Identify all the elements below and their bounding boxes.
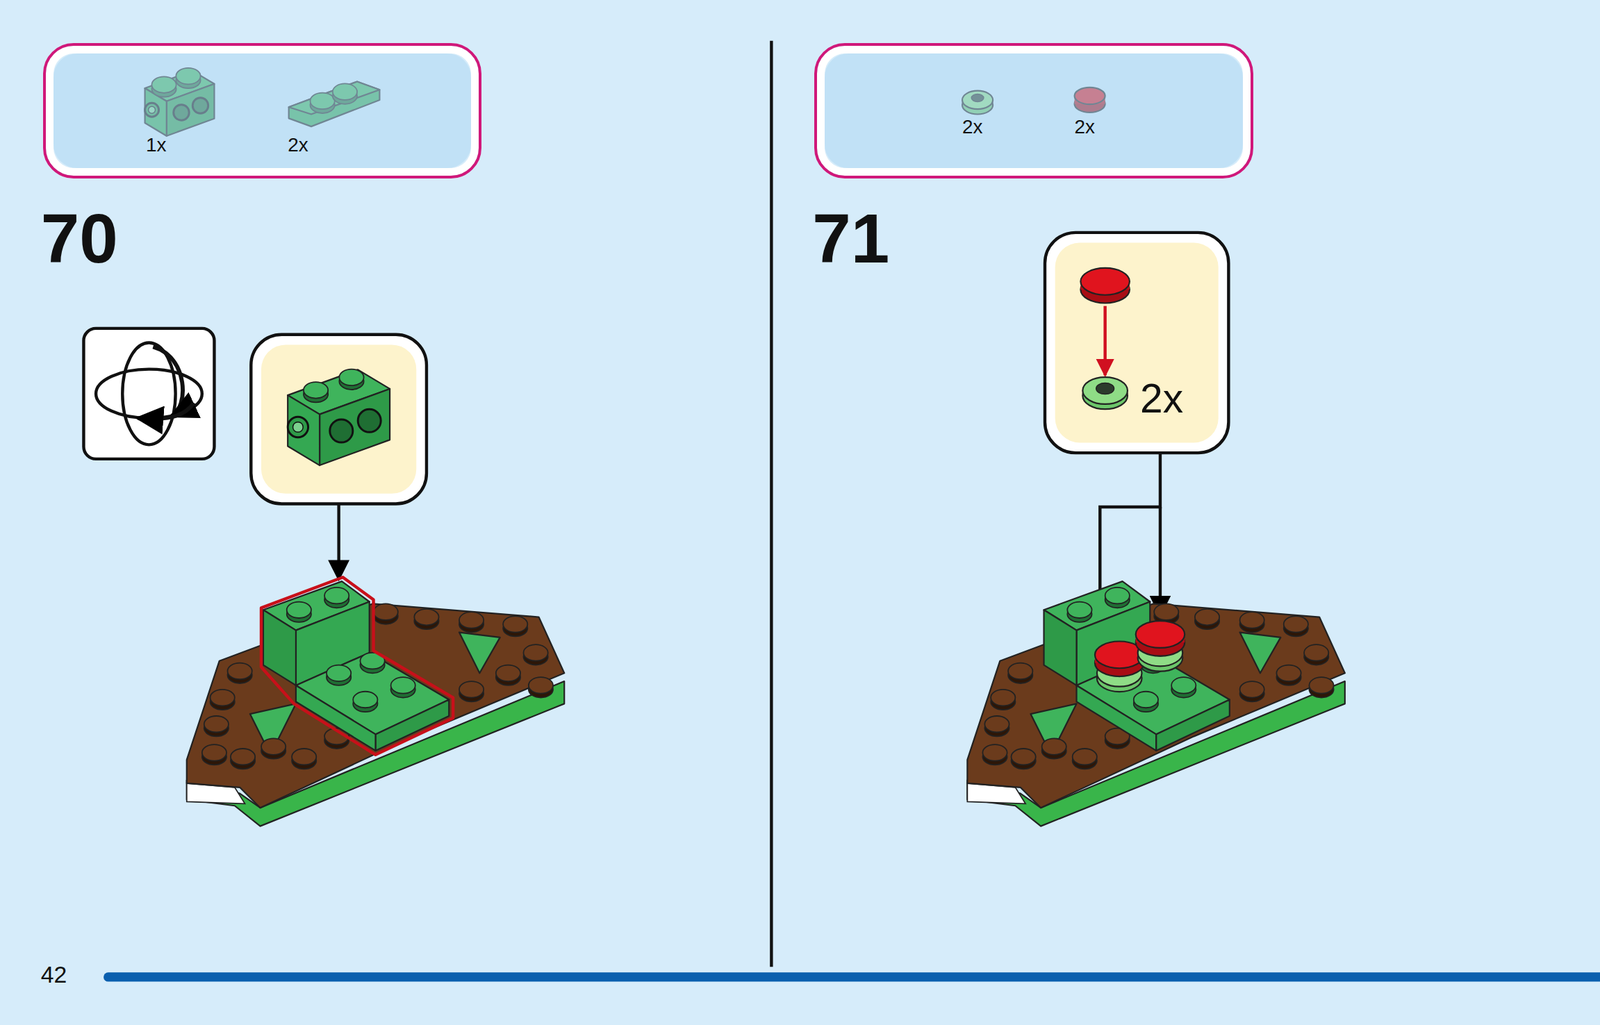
callout-flower (1096, 382, 1115, 394)
callout-box (250, 334, 427, 505)
model-illustration (202, 744, 227, 761)
model-illustration (502, 616, 528, 633)
callout-box (261, 344, 417, 494)
model-illustration (1156, 699, 1230, 751)
parts-panel: 1x 2x (43, 43, 483, 179)
model-illustration (1171, 677, 1196, 694)
model-illustration (1240, 612, 1265, 629)
highlight-outline (261, 577, 453, 756)
model-illustration (1011, 748, 1036, 765)
part-count: 2x (962, 117, 983, 137)
model-illustration (326, 665, 351, 682)
callout-brick (339, 369, 364, 386)
model-illustration (286, 602, 312, 619)
model-illustration (459, 632, 501, 674)
rotate-icon (83, 328, 214, 460)
panel-fill (53, 53, 472, 169)
model-illustration (1283, 616, 1309, 633)
model-illustration (459, 612, 484, 629)
model-illustration (1067, 602, 1092, 619)
model-illustration (1304, 644, 1329, 661)
callout-brick (303, 382, 328, 399)
model-illustration (1030, 703, 1077, 755)
callout-box (1055, 243, 1219, 444)
model-illustration (1135, 621, 1186, 649)
model-illustration (1072, 748, 1098, 765)
model-illustration (186, 603, 565, 808)
callout-arrow (1103, 306, 1107, 376)
step-number: 71 (812, 204, 890, 274)
model-illustration (373, 603, 399, 620)
callout-brick (330, 419, 353, 443)
model-illustration (523, 644, 548, 661)
model-illustration (1008, 663, 1033, 680)
model-illustration (230, 748, 255, 765)
model-illustration (1308, 677, 1334, 694)
callout-brick (293, 422, 304, 433)
model-illustration (528, 677, 554, 694)
model-illustration (1153, 603, 1179, 620)
rotate-icon (152, 346, 183, 417)
rotate-icon (137, 402, 194, 419)
callout-arrow (336, 504, 340, 581)
model-illustration (1133, 691, 1159, 708)
callout-brick (319, 389, 390, 466)
model-illustration (391, 677, 416, 694)
part-count: 2x (1074, 117, 1095, 137)
model-illustration (1276, 665, 1301, 682)
part-count: 2x (287, 135, 308, 155)
callout-tile (1080, 268, 1130, 296)
model-illustration (1105, 587, 1130, 604)
parts-panel: 2x 2x (814, 43, 1254, 179)
model-illustration (984, 716, 1009, 733)
model-illustration (990, 689, 1016, 706)
callout-brick (287, 395, 320, 466)
model-illustration (1042, 738, 1067, 755)
page-bar (108, 972, 1600, 982)
page-number: 42 (40, 963, 68, 988)
step-number: 70 (40, 204, 119, 274)
model-illustration (1240, 681, 1265, 698)
callout-brick (287, 416, 308, 437)
callout-box: 2x (1044, 232, 1229, 453)
model-illustration (227, 663, 253, 680)
model-illustration (967, 603, 1345, 808)
model-illustration (261, 738, 286, 755)
callout-count: 2x (1140, 378, 1184, 420)
model-illustration (291, 748, 317, 765)
callout-flower (1082, 377, 1128, 405)
model-illustration (324, 587, 349, 604)
model-illustration (1044, 609, 1077, 686)
model-illustration (496, 665, 521, 682)
rotate-icon (95, 369, 203, 419)
model-illustration (1240, 632, 1282, 674)
panel-fill (824, 53, 1243, 169)
model-illustration (352, 691, 378, 708)
model-illustration (459, 681, 484, 698)
model-illustration (414, 609, 439, 626)
rotate-icon (122, 342, 176, 445)
model-illustration (210, 689, 235, 706)
callout-box (1044, 232, 1229, 453)
model-illustration (204, 716, 229, 733)
model-illustration (982, 744, 1007, 761)
divider (769, 40, 773, 968)
model-illustration (1194, 609, 1220, 626)
model-illustration (250, 703, 296, 755)
callout-brick (357, 409, 381, 433)
callout-arrow (1158, 507, 1162, 616)
part-count: 1x (145, 135, 167, 155)
